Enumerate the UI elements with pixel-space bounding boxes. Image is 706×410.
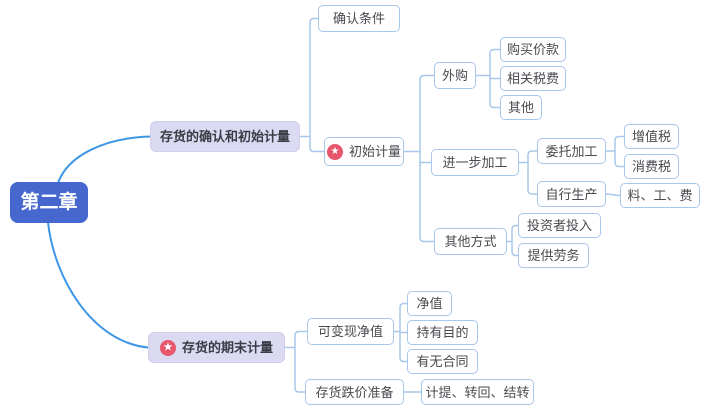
node-external-purchase[interactable]: 外购 bbox=[434, 62, 476, 89]
node-other-methods[interactable]: 其他方式 bbox=[434, 228, 507, 255]
node-recognition-conditions[interactable]: 确认条件 bbox=[318, 5, 400, 32]
star-icon: ★ bbox=[327, 143, 343, 160]
node-investor-contribution[interactable]: 投资者投入 bbox=[518, 213, 601, 238]
node-other[interactable]: 其他 bbox=[500, 95, 542, 120]
node-further-processing[interactable]: 进一步加工 bbox=[431, 149, 519, 176]
node-holding-purpose[interactable]: 持有目的 bbox=[407, 320, 478, 345]
node-net-realizable-value[interactable]: 可变现净值 bbox=[307, 318, 394, 345]
node-related-taxes[interactable]: 相关税费 bbox=[500, 66, 566, 91]
node-recognition-and-initial-measurement[interactable]: 存货的确认和初始计量 bbox=[150, 121, 300, 152]
root-node-chapter-2[interactable]: 第二章 bbox=[10, 182, 88, 223]
edge-root-to-branch1 bbox=[57, 135, 151, 184]
node-initial-measurement-label: 初始计量 bbox=[349, 144, 402, 159]
node-accrual-reversal-carryforward[interactable]: 计提、转回、结转 bbox=[421, 379, 534, 405]
node-end-of-period-measurement[interactable]: ★ 存货的期末计量 bbox=[148, 332, 285, 363]
node-inventory-write-down-provision[interactable]: 存货跌价准备 bbox=[305, 379, 404, 405]
node-purchase-price[interactable]: 购买价款 bbox=[500, 37, 566, 62]
node-initial-measurement[interactable]: ★ 初始计量 bbox=[324, 137, 404, 166]
node-net-value[interactable]: 净值 bbox=[407, 291, 452, 316]
node-self-production[interactable]: 自行生产 bbox=[537, 181, 606, 207]
node-contract-existence[interactable]: 有无合同 bbox=[407, 349, 478, 374]
edge-root-to-branch2 bbox=[47, 221, 149, 349]
node-vat[interactable]: 增值税 bbox=[624, 124, 679, 149]
star-icon: ★ bbox=[159, 339, 176, 356]
node-consumption-tax[interactable]: 消费税 bbox=[624, 154, 679, 179]
node-services-provided[interactable]: 提供劳务 bbox=[518, 243, 589, 268]
node-end-of-period-measurement-label: 存货的期末计量 bbox=[181, 340, 273, 355]
node-materials-labor-expenses[interactable]: 料、工、费 bbox=[620, 183, 700, 208]
node-commissioned-processing[interactable]: 委托加工 bbox=[537, 138, 606, 164]
